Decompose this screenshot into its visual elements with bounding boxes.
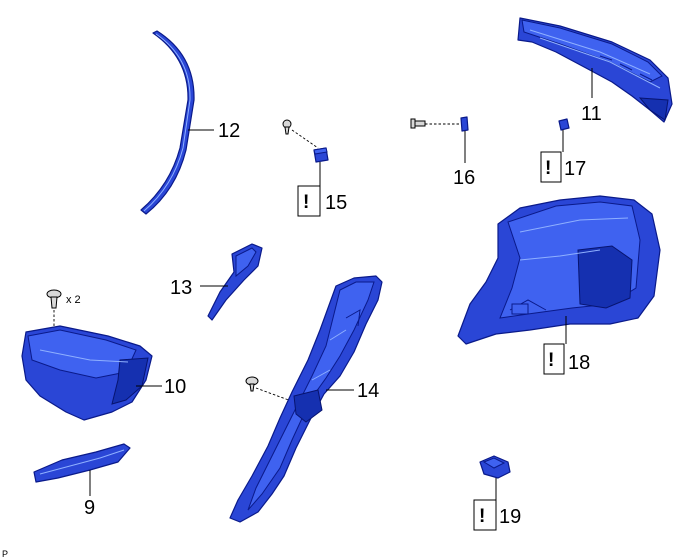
part-19-bracket bbox=[479, 455, 511, 479]
part-13-trim bbox=[207, 243, 263, 321]
dashed-guide-14 bbox=[255, 387, 295, 403]
callout-11: 11 bbox=[581, 103, 602, 125]
callout-9: 9 bbox=[84, 497, 95, 519]
part-16-bolt bbox=[410, 118, 426, 129]
callout-12: 12 bbox=[218, 120, 240, 142]
callout-17: 17 bbox=[564, 158, 586, 180]
callout-18: 18 bbox=[568, 352, 590, 374]
callout-15: 15 bbox=[325, 192, 347, 214]
warning-box-17 bbox=[540, 151, 562, 183]
corner-label: P bbox=[2, 549, 8, 559]
part-11-sill-plate bbox=[517, 17, 673, 123]
warning-icon-17: ! bbox=[545, 158, 551, 179]
part-18-side-trim bbox=[457, 195, 661, 345]
callout-13: 13 bbox=[170, 277, 192, 299]
warning-icon-18: ! bbox=[548, 350, 554, 371]
clip-icon bbox=[282, 119, 292, 135]
part-10-quarter-trim bbox=[21, 325, 153, 421]
part-17-clip bbox=[558, 118, 570, 131]
clip-icon-10 bbox=[46, 289, 62, 309]
warning-box-19 bbox=[473, 499, 497, 531]
callout-19: 19 bbox=[499, 506, 521, 528]
callout-14: 14 bbox=[357, 380, 379, 402]
part-12-molding bbox=[140, 30, 195, 215]
part-14-pillar-trim bbox=[229, 275, 383, 523]
callout-16: 16 bbox=[453, 167, 475, 189]
warning-icon-15: ! bbox=[303, 192, 309, 213]
part-9-scuff-plate bbox=[33, 443, 131, 483]
warning-box-18 bbox=[543, 343, 565, 375]
clip-icon-14 bbox=[245, 376, 259, 392]
callout-10: 10 bbox=[164, 376, 186, 398]
warning-icon-19: ! bbox=[479, 506, 485, 527]
warning-box-15 bbox=[297, 185, 321, 217]
dashed-guide-15 bbox=[291, 129, 319, 149]
part-15-block bbox=[313, 147, 329, 163]
clip-quantity: x 2 bbox=[66, 294, 81, 306]
